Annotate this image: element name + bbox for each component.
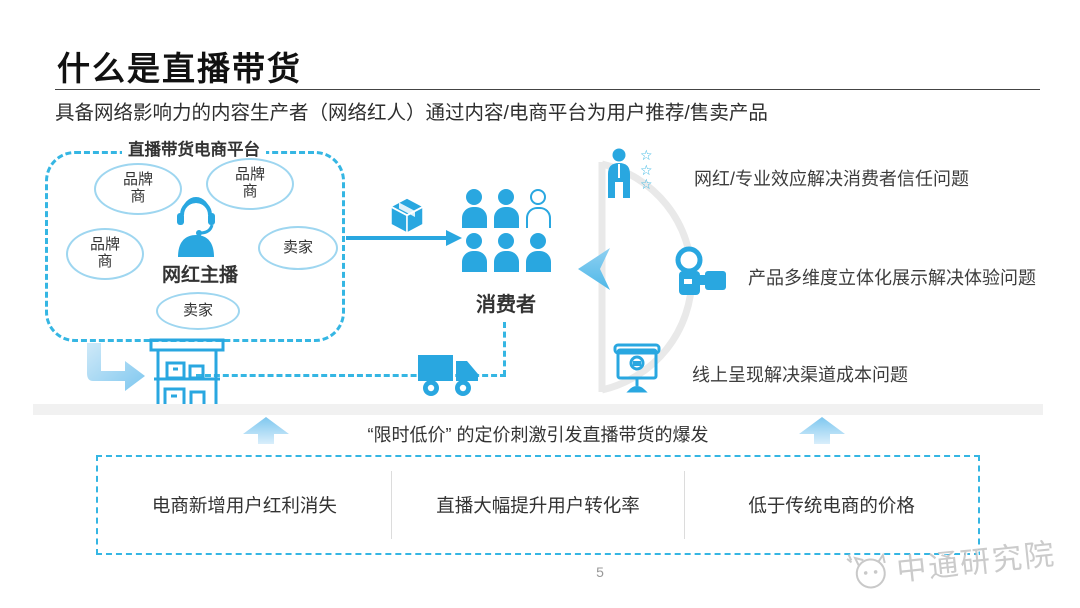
platform-label: 直播带货电商平台: [122, 136, 266, 160]
left-arrow-icon: [578, 248, 610, 290]
consumer-group: [461, 189, 551, 272]
camcorder-icon: [675, 246, 726, 295]
bubble-seller-2: 卖家: [156, 292, 240, 330]
bubble-brand-1: 品牌商: [94, 163, 182, 215]
host-label: 网红主播: [161, 265, 238, 286]
consumer-drop-dash-line: [503, 322, 506, 376]
bubble-seller-1: 卖家: [258, 226, 338, 270]
benefit-experience-text: 产品多维度立体化展示解决体验问题: [748, 268, 1036, 288]
bubble-brand-3: 品牌商: [66, 228, 144, 280]
consumer-person-icon: [493, 189, 519, 228]
truck-icon: [418, 355, 478, 396]
bubble-brand-2: 品牌商: [206, 158, 294, 210]
page-number: 5: [596, 564, 604, 580]
consumer-person-icon: [525, 233, 551, 272]
cat-logo-icon: [846, 552, 886, 589]
stars-icon: ☆☆☆: [640, 147, 653, 193]
up-arrow-icon: [243, 417, 289, 444]
online-screen-icon: [613, 343, 661, 393]
package-icon: [389, 197, 425, 234]
l-bend-arrow-icon: [87, 343, 145, 391]
watermark: 中通研究院: [844, 529, 1058, 595]
cell-divider: [684, 471, 686, 539]
consumer-person-outline-icon: [525, 189, 551, 228]
title-divider: [55, 89, 1040, 90]
subtitle: 具备网络影响力的内容生产者（网络红人）通过内容/电商平台为用户推荐/售卖产品: [55, 102, 768, 124]
warehouse-shelf-icon: [149, 338, 225, 409]
cell-divider: [390, 471, 392, 539]
host-headset-icon: [177, 197, 215, 257]
drivers-box: 电商新增用户红利消失 直播大幅提升用户转化率 低于传统电商的价格: [96, 455, 980, 555]
consumers-label: 消费者: [476, 294, 536, 316]
driver-cell-3: 低于传统电商的价格: [748, 495, 915, 516]
consumer-person-icon: [461, 189, 487, 228]
consumer-person-icon: [461, 233, 487, 272]
up-arrow-icon: [799, 417, 845, 444]
trigger-text: “限时低价” 的定价刺激引发直播带货的爆发: [367, 425, 709, 445]
divider-band: [33, 404, 1043, 415]
influencer-stars-icon: ☆☆☆: [604, 148, 653, 198]
flow-arrow-right-icon: [346, 230, 462, 246]
benefit-trust-text: 网红/专业效应解决消费者信任问题: [694, 169, 969, 189]
driver-cell-2: 直播大幅提升用户转化率: [436, 495, 640, 516]
consumer-person-icon: [493, 233, 519, 272]
page-title: 什么是直播带货: [57, 50, 302, 87]
benefit-channel-text: 线上呈现解决渠道成本问题: [692, 365, 908, 385]
driver-cell-1: 电商新增用户红利消失: [151, 495, 337, 516]
logistics-dash-line: [196, 374, 506, 377]
